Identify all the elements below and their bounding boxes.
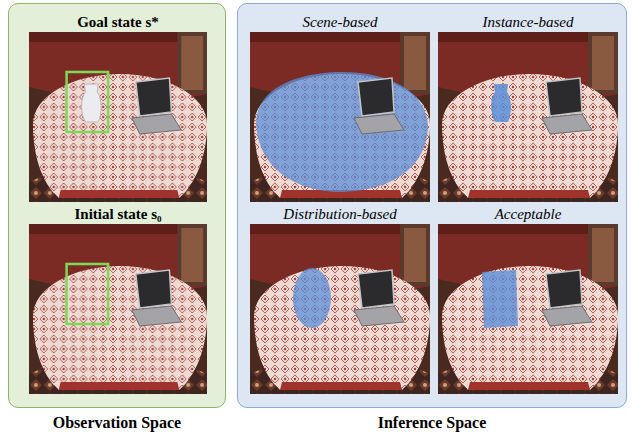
panel-title: Observation Space bbox=[9, 413, 225, 433]
image-tile: Acceptable bbox=[438, 204, 618, 396]
image-tile: Scene-based bbox=[250, 12, 430, 204]
image-caption: Instance-based bbox=[438, 12, 618, 32]
image-caption: Goal state s* bbox=[29, 12, 207, 32]
image-tile: Distribution-based bbox=[250, 204, 430, 396]
image-caption: Distribution-based bbox=[250, 204, 430, 224]
panel-title: Inference Space bbox=[238, 413, 626, 433]
image-tile: Instance-based bbox=[438, 12, 618, 204]
image-caption: Acceptable bbox=[438, 204, 618, 224]
observation-panel: Observation SpaceGoal state s*Initial st… bbox=[8, 3, 226, 408]
image-tile: Initial state s₀ bbox=[29, 204, 207, 396]
image-caption: Scene-based bbox=[250, 12, 430, 32]
inference-panel: Inference SpaceScene-basedInstance-based… bbox=[237, 3, 627, 408]
image-tile: Goal state s* bbox=[29, 12, 207, 204]
image-caption: Initial state s₀ bbox=[29, 204, 207, 224]
